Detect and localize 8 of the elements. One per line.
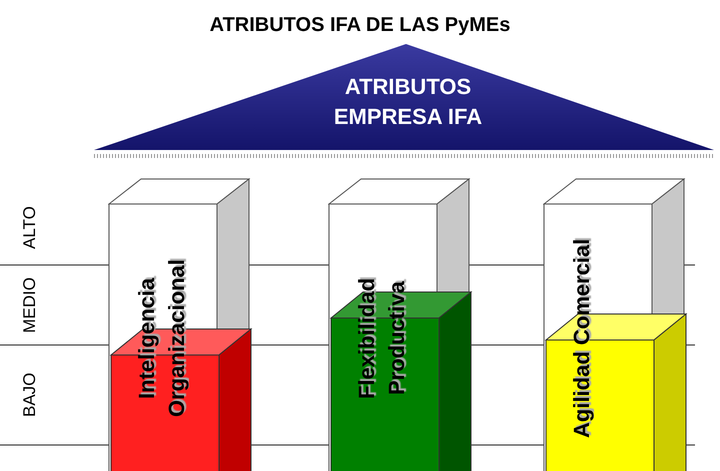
title: ATRIBUTOS IFA DE LAS PyMEs [208, 14, 512, 37]
level-label: MEDIO [20, 276, 40, 335]
level-label: ALTO [20, 205, 40, 251]
level-label: BAJO [20, 372, 40, 420]
pillar-label: Inteligencia Organizacional [133, 258, 190, 419]
pillar-label: Agilidad Comercial [568, 237, 595, 440]
pillar-label: Flexibilidad Productiva [353, 276, 410, 401]
roof-label: ATRIBUTOS EMPRESA IFA [332, 73, 484, 131]
